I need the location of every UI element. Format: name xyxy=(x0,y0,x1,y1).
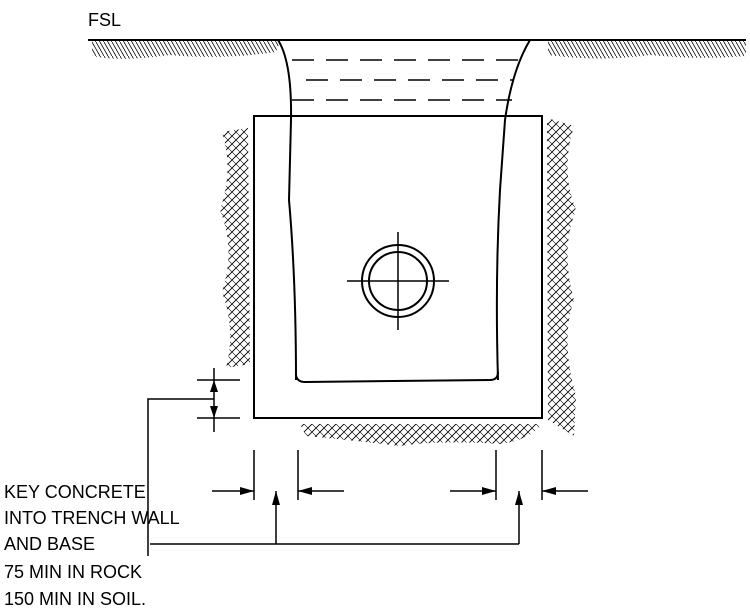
earth-hatch-left xyxy=(220,128,250,368)
trench-bottom xyxy=(295,371,499,384)
right-key-dimension xyxy=(450,450,588,544)
key-concrete-note: KEY CONCRETE INTO TRENCH WALL AND BASE 7… xyxy=(4,482,180,609)
concrete-surround xyxy=(253,115,543,419)
earth-hatch-bottom xyxy=(300,424,542,446)
trench-wall-right xyxy=(495,39,531,381)
note-line-2: INTO TRENCH WALL xyxy=(4,508,180,528)
ground-hatch-right xyxy=(548,41,746,59)
note-line-1: KEY CONCRETE xyxy=(4,482,146,502)
trench-wall-left xyxy=(277,39,297,381)
note-line-4: 75 MIN IN ROCK xyxy=(4,562,142,582)
left-key-dimension xyxy=(212,450,344,544)
note-line-3: AND BASE xyxy=(4,534,95,554)
note-line-5: 150 MIN IN SOIL. xyxy=(4,589,146,609)
water-level-dashes xyxy=(292,59,520,101)
fsl-label: FSL xyxy=(88,10,121,30)
vertical-key-dimension xyxy=(147,368,240,556)
pipe xyxy=(347,232,449,330)
earth-hatch-right xyxy=(547,118,576,436)
ground-hatch-left xyxy=(92,41,280,59)
